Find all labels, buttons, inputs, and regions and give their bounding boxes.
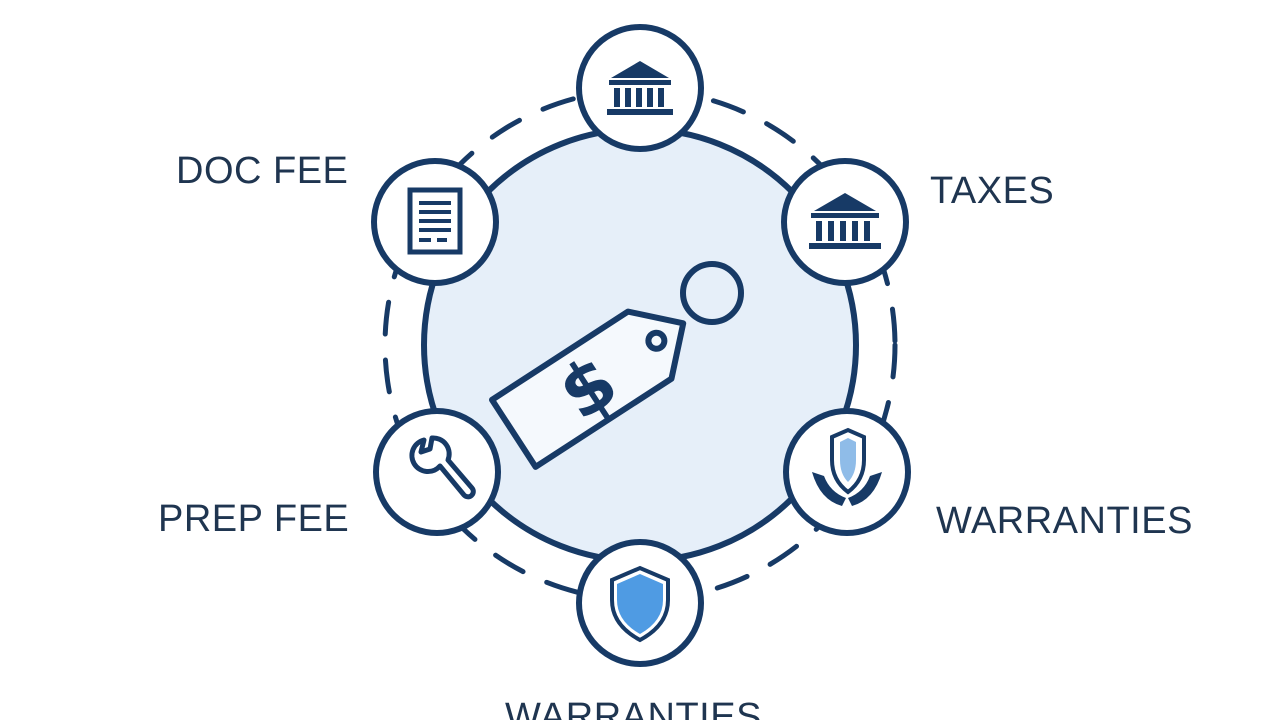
price-tag-icon: $ [489, 261, 744, 470]
node-warranties-right [783, 408, 911, 536]
dashed-outer-ring [382, 87, 898, 603]
node-taxes [781, 158, 909, 286]
bank-icon [607, 61, 673, 115]
label-prep-fee: PREP FEE [158, 498, 350, 540]
node-top [576, 24, 704, 152]
shield-icon [610, 565, 670, 643]
label-warranties-bottom: WARRANTIES [505, 696, 762, 720]
label-taxes: TAXES [930, 170, 1055, 212]
label-warranties-right: WARRANTIES [936, 500, 1193, 542]
bank-icon [809, 193, 881, 249]
wrench-icon [409, 435, 476, 500]
node-bottom [576, 539, 704, 667]
label-doc-fee: DOC FEE [176, 150, 349, 192]
document-icon [407, 187, 463, 255]
node-prep-fee [373, 408, 501, 536]
node-doc-fee [371, 158, 499, 286]
shield-hands-icon [812, 427, 882, 506]
